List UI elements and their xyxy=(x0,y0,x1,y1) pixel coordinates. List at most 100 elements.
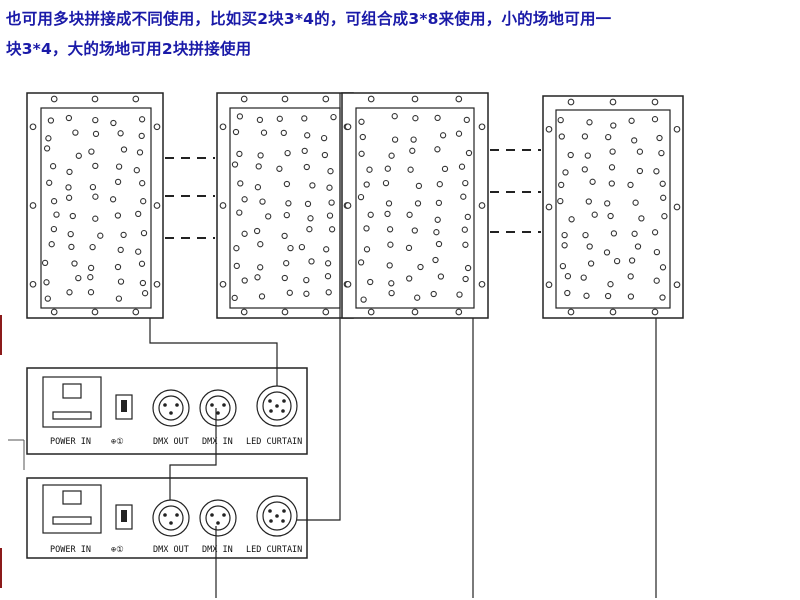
led-hole xyxy=(610,122,617,129)
led-hole xyxy=(241,230,248,237)
led-hole xyxy=(324,273,332,280)
mount-hole xyxy=(455,308,463,316)
led-hole xyxy=(324,260,332,267)
mount-hole xyxy=(367,308,375,316)
led-hole xyxy=(87,264,95,272)
led-hole xyxy=(254,184,262,191)
edge-mark-2 xyxy=(0,548,2,588)
led-hole xyxy=(88,148,95,155)
mount-hole xyxy=(281,308,289,316)
caption-line-2: 块3*4，大的场地可用2块拼接使用 xyxy=(6,40,252,58)
led-hole xyxy=(435,240,443,248)
dmx-in-connector-2 xyxy=(199,499,237,537)
power-inlet-2 xyxy=(42,484,102,534)
led-hole xyxy=(388,289,395,297)
led-hole xyxy=(231,161,239,168)
led-hole xyxy=(387,241,394,248)
led-hole xyxy=(604,200,611,207)
led-hole xyxy=(92,215,99,222)
led-hole xyxy=(391,113,398,120)
led-hole xyxy=(581,133,589,140)
led-hole xyxy=(608,164,616,171)
led-hole xyxy=(656,134,663,142)
led-hole xyxy=(557,116,564,124)
mount-hole xyxy=(411,95,419,103)
led-hole xyxy=(586,119,593,126)
power-in-label-1: POWER IN xyxy=(50,437,91,447)
led-hole xyxy=(581,166,588,173)
led-hole xyxy=(604,292,612,300)
led-hole xyxy=(636,148,644,155)
led-hole xyxy=(115,295,123,302)
dmx-in-label-1: DMX IN xyxy=(202,437,233,447)
led-hole xyxy=(66,289,73,296)
led-hole xyxy=(458,163,466,170)
led-hole xyxy=(627,293,635,300)
mount-hole xyxy=(91,95,99,103)
led-hole xyxy=(120,231,127,239)
mount-hole xyxy=(567,308,575,316)
led-hole xyxy=(276,165,283,172)
led-hole xyxy=(660,194,667,201)
mount-hole xyxy=(240,308,248,316)
led-hole xyxy=(236,209,243,216)
mount-hole xyxy=(609,98,617,106)
led-hole xyxy=(462,275,469,283)
led-hole xyxy=(433,229,440,236)
led-hole xyxy=(659,180,666,187)
led-hole xyxy=(258,293,266,300)
led-hole xyxy=(567,151,574,159)
mount-hole xyxy=(344,123,352,131)
led-hole xyxy=(407,166,414,173)
led-hole xyxy=(321,151,329,159)
led-curtain-connector-1 xyxy=(256,385,298,427)
led-hole xyxy=(582,231,589,239)
led-hole xyxy=(585,198,592,205)
led-curtain-connector-2 xyxy=(256,495,298,537)
led-hole xyxy=(301,115,308,122)
led-hole xyxy=(92,130,100,138)
mount-hole xyxy=(132,308,140,316)
led-hole xyxy=(138,116,146,123)
led-hole xyxy=(631,230,638,237)
led-hole xyxy=(67,230,74,238)
mount-hole xyxy=(367,95,375,103)
led-hole xyxy=(254,274,261,281)
led-hole xyxy=(114,178,122,186)
led-hole xyxy=(283,211,290,219)
led-hole xyxy=(304,200,312,208)
led-hole xyxy=(406,211,413,218)
power-in-label-2: POWER IN xyxy=(50,545,91,555)
led-hole xyxy=(75,274,82,282)
led-hole xyxy=(434,216,441,223)
led-hole xyxy=(231,294,238,302)
controller-1: POWER IN ⊕① DMX OUT DMX IN LED CURTAIN xyxy=(26,367,308,455)
led-hole xyxy=(241,196,248,203)
led-hole xyxy=(309,182,316,189)
led-hole xyxy=(303,290,310,297)
led-hole xyxy=(434,146,441,153)
mount-hole xyxy=(29,202,37,209)
mount-hole xyxy=(240,95,248,103)
led-hole xyxy=(43,145,51,152)
led-hole xyxy=(608,180,615,187)
led-curtain-panels xyxy=(26,92,684,319)
mount-hole xyxy=(651,98,659,106)
led-hole xyxy=(65,184,72,191)
led-hole xyxy=(409,147,416,154)
mount-hole xyxy=(411,308,419,316)
led-hole xyxy=(638,215,645,222)
led-hole xyxy=(363,225,370,232)
led-hole xyxy=(241,277,248,284)
led-hole xyxy=(257,264,264,271)
led-hole xyxy=(44,295,51,302)
led-hole xyxy=(659,294,666,301)
controller-2: POWER IN ⊕① DMX OUT DMX IN LED CURTAIN xyxy=(26,477,308,559)
led-hole xyxy=(411,227,418,234)
led-hole xyxy=(661,213,668,220)
led-hole xyxy=(253,227,261,235)
led-hole xyxy=(45,135,52,142)
led-hole xyxy=(41,259,49,267)
led-hole xyxy=(330,113,337,121)
led-hole xyxy=(257,241,264,248)
